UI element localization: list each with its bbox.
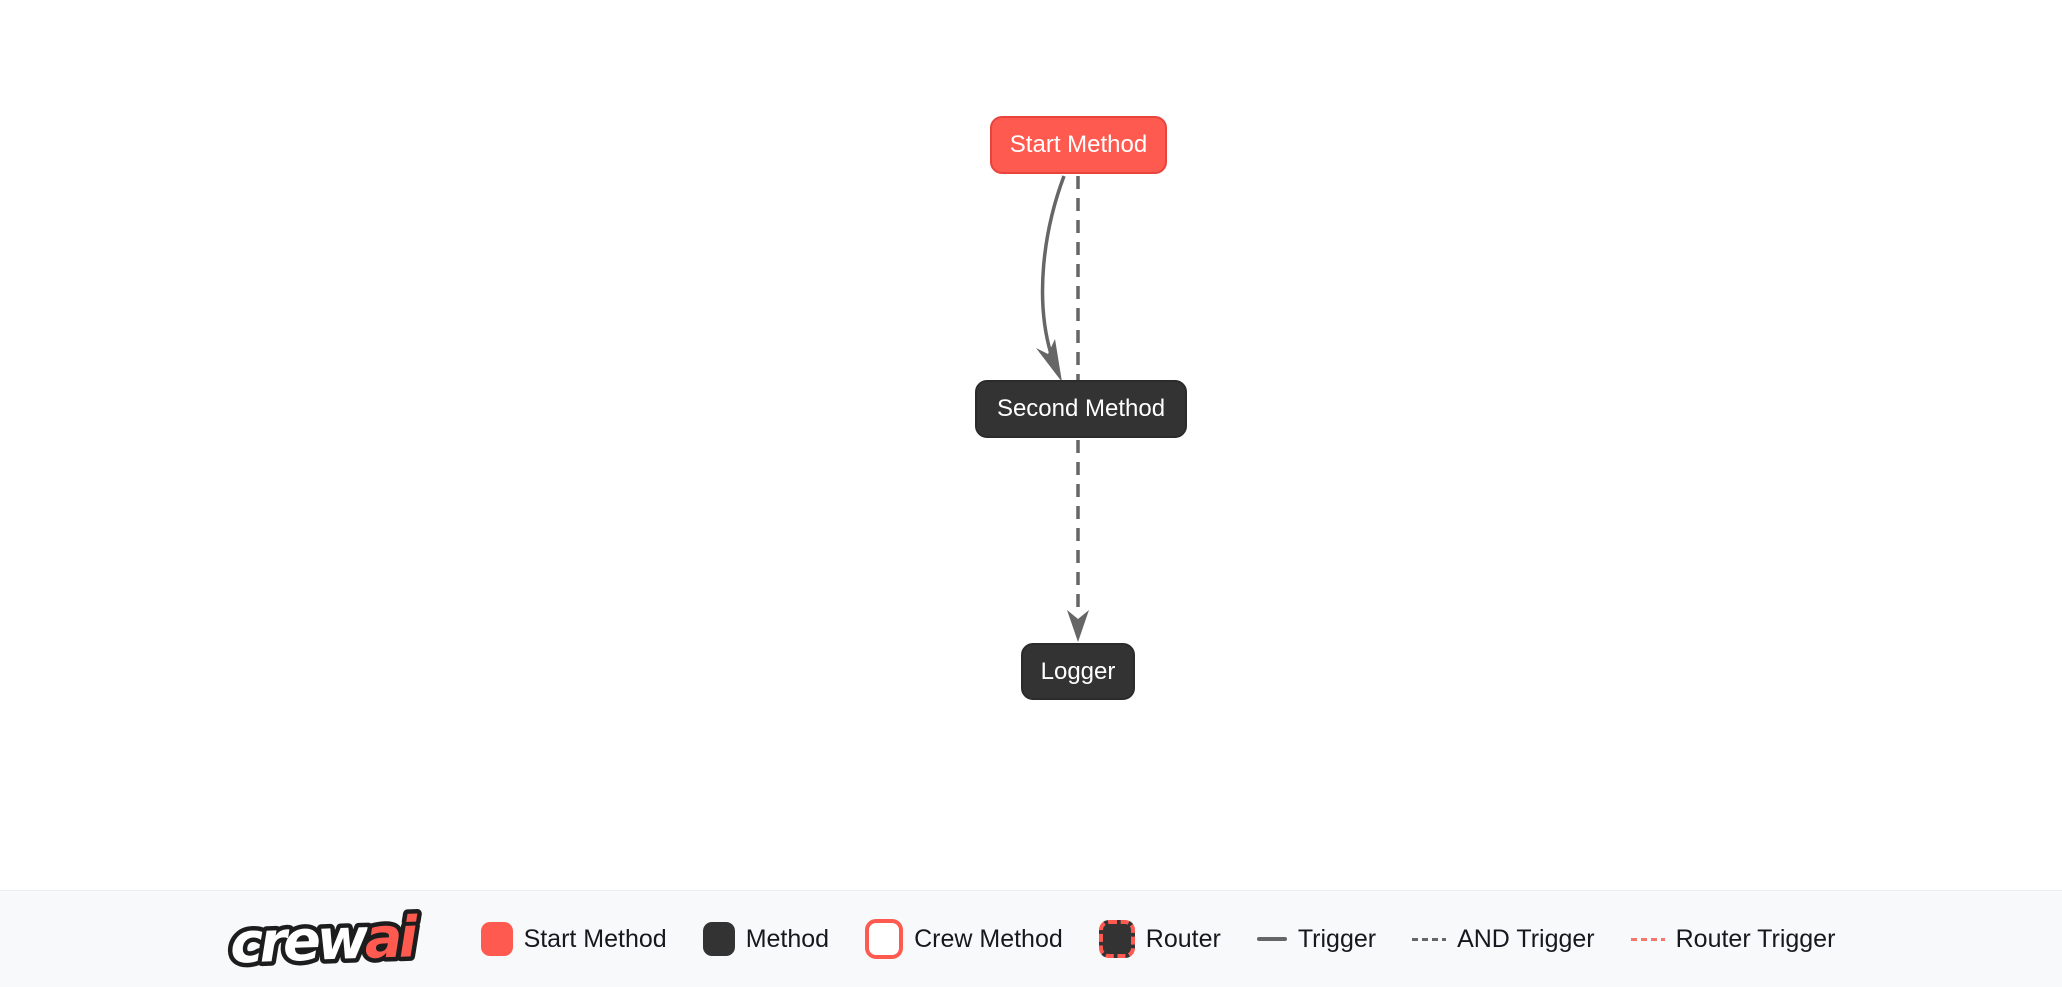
crewai-logo-ai-text: ai: [363, 905, 419, 972]
svg-text:crewai: crewai: [229, 905, 419, 977]
legend-bar: crewai Start Method Method Crew Method R…: [0, 890, 2062, 987]
legend-item-method: Method: [702, 922, 830, 956]
crewai-logo: crewai: [227, 901, 424, 979]
crew-method-swatch-icon: [865, 919, 904, 959]
legend-item-crew-method: Crew Method: [865, 919, 1063, 959]
edge-trigger-arrowhead: [1036, 339, 1062, 382]
method-swatch-icon: [702, 922, 735, 956]
legend-label-router-trigger: Router Trigger: [1675, 924, 1836, 953]
and-trigger-line-icon: [1412, 937, 1447, 941]
flow-canvas[interactable]: Start Method Second Method Logger: [0, 0, 2062, 890]
legend-item-trigger: Trigger: [1256, 924, 1377, 954]
router-trigger-line-icon: [1630, 937, 1665, 941]
crewai-logo-crew-text: crew: [229, 907, 370, 977]
trigger-line-icon: [1256, 937, 1287, 941]
edge-trigger-curve: [1040, 175, 1066, 355]
legend-label-router: Router: [1145, 924, 1221, 953]
node-start-method[interactable]: Start Method: [990, 116, 1167, 174]
edge-and-trigger-arrowhead: [1067, 610, 1089, 642]
legend-item-and-trigger: AND Trigger: [1412, 925, 1595, 954]
legend-content: crewai Start Method Method Crew Method R…: [227, 899, 1836, 979]
legend-item-start-method: Start Method: [480, 922, 667, 956]
legend-label-method: Method: [745, 924, 830, 953]
legend-label-and-trigger: AND Trigger: [1457, 924, 1595, 953]
flow-edges-layer: [1036, 175, 1089, 642]
router-swatch-icon: [1098, 920, 1135, 958]
node-logger[interactable]: Logger: [1021, 643, 1135, 700]
legend-label-crew-method: Crew Method: [914, 924, 1063, 953]
node-second-method[interactable]: Second Method: [975, 380, 1187, 438]
start-method-swatch-icon: [480, 922, 513, 956]
legend-label-start-method: Start Method: [523, 924, 667, 953]
legend-item-router-trigger: Router Trigger: [1630, 924, 1836, 954]
legend-label-trigger: Trigger: [1297, 924, 1377, 953]
legend-item-router: Router: [1098, 920, 1221, 958]
